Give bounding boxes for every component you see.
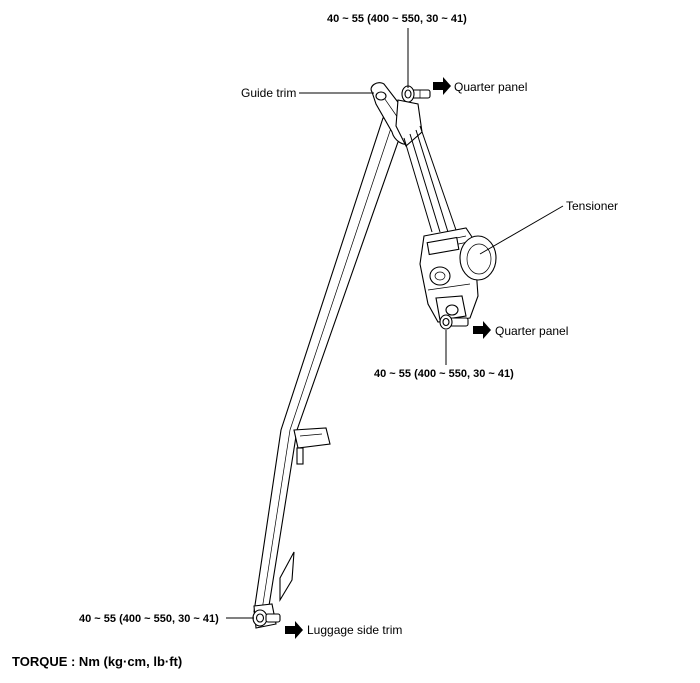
leader-lines [226,28,564,619]
arrow-right-icon [433,77,451,95]
luggage-side-trim-label: Luggage side trim [307,623,402,637]
tensioner-assembly [419,227,497,323]
upper-anchor-bracket [395,99,423,147]
torque-bottom-label: 40 ~ 55 (400 ~ 550, 30 ~ 41) [79,613,219,625]
upper-anchor-bolt [401,85,431,103]
torque-mid-label: 40 ~ 55 (400 ~ 550, 30 ~ 41) [374,368,514,380]
guide-trim-label: Guide trim [241,86,296,100]
belt-slider [293,427,331,465]
belt-strands [403,125,457,233]
arrow-right-icon [285,621,303,639]
torque-top-label: 40 ~ 55 (400 ~ 550, 30 ~ 41) [327,13,467,25]
tensioner-bolt [439,314,469,330]
belt-webbing [253,117,406,613]
lower-webbing-tab [279,551,295,602]
arrow-right-icon [473,321,491,339]
tensioner-label: Tensioner [566,199,618,213]
torque-units-legend: TORQUE : Nm (kg·cm, lb·ft) [12,654,182,669]
quarter-panel-mid-label: Quarter panel [495,324,568,338]
quarter-panel-top-label: Quarter panel [454,80,527,94]
lower-anchor [252,603,281,629]
